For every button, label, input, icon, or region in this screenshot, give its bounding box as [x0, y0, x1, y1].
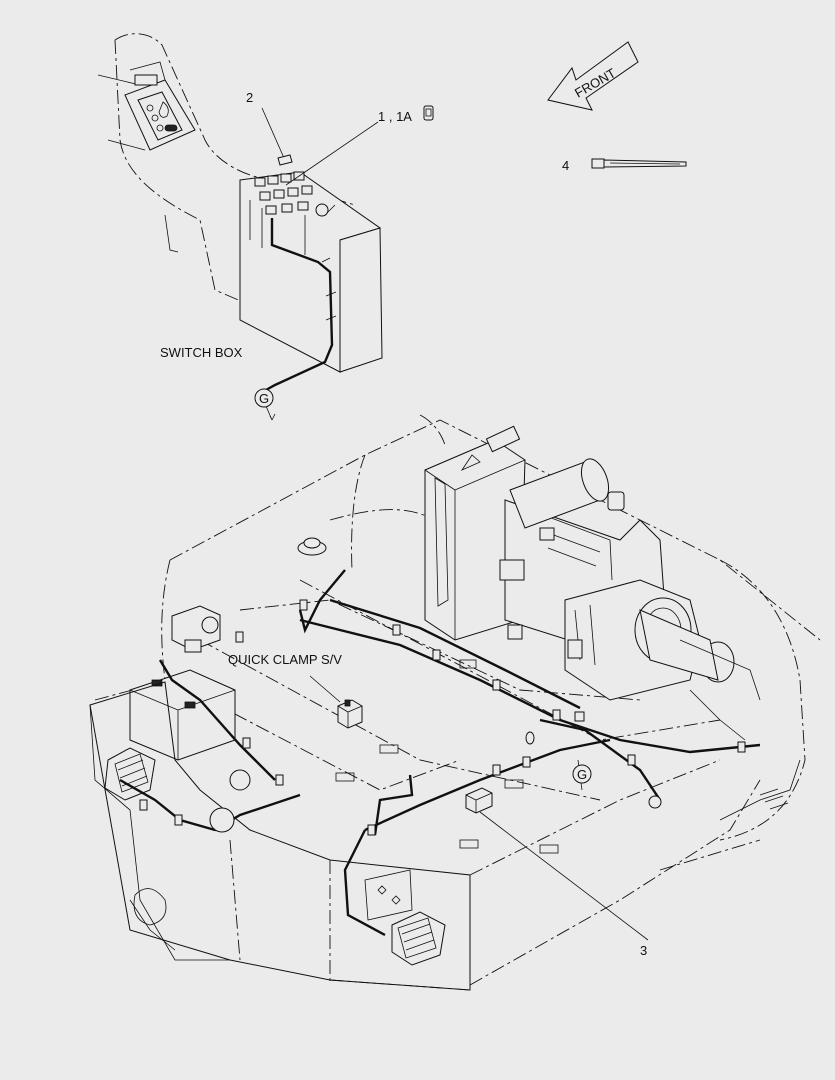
front-arrow: FRONT [547, 41, 639, 111]
connector-g-main-label: G [577, 767, 587, 782]
switch-row [254, 171, 313, 215]
connector-g-top: G [254, 388, 274, 408]
switch-box-label: SWITCH BOX [160, 345, 243, 360]
switch-part-icon [423, 105, 434, 121]
switch-box [239, 171, 383, 373]
callout-1-leader [285, 121, 379, 186]
hydraulic-pump [564, 579, 761, 741]
monitor-panel [124, 61, 196, 151]
callout-1-label: 1 , 1A [378, 109, 412, 124]
work-lamp-right [391, 911, 446, 966]
switch-box-harness [265, 218, 337, 421]
battery [129, 669, 236, 761]
part-3-relay [465, 787, 649, 941]
work-lamp-left [104, 747, 156, 801]
cable-tie-icon [591, 158, 687, 169]
quick-clamp-valve [309, 675, 363, 729]
console-outline [97, 33, 356, 331]
base-frame [89, 681, 761, 991]
callout-3-label: 3 [640, 943, 647, 958]
counterweight [659, 759, 801, 871]
main-harness [119, 569, 761, 937]
horn-relay [171, 605, 221, 653]
callout-4-label: 4 [562, 158, 569, 173]
harness-clamps [139, 599, 746, 836]
connector-g-main: G [572, 759, 592, 791]
floor-plates [335, 659, 559, 854]
callout-2-label: 2 [246, 90, 253, 105]
callout-2-leader [261, 107, 293, 166]
fuel-tank-cap [297, 537, 327, 556]
quick-clamp-label: QUICK CLAMP S/V [228, 652, 342, 667]
connector-g-top-label: G [259, 391, 269, 406]
